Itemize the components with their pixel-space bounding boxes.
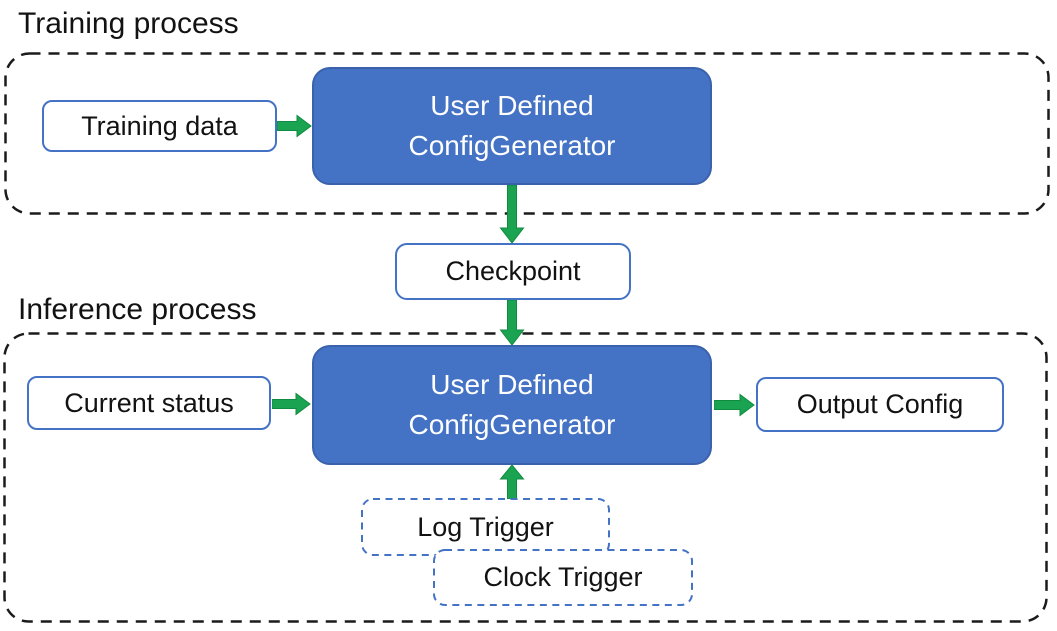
arrow-checkpoint-to-generator-icon bbox=[499, 300, 525, 345]
checkpoint-node: Checkpoint bbox=[395, 243, 631, 300]
output-config-node: Output Config bbox=[756, 377, 1004, 432]
inference-generator-line2: ConfigGenerator bbox=[408, 409, 616, 440]
inference-generator-line1: User Defined bbox=[430, 369, 594, 400]
training-process-container bbox=[4, 52, 1050, 215]
training-generator-line2: ConfigGenerator bbox=[408, 130, 616, 161]
inference-config-generator-node: User Defined ConfigGenerator bbox=[312, 345, 712, 465]
inference-process-label: Inference process bbox=[18, 293, 257, 326]
log-trigger-node: Log Trigger bbox=[361, 498, 610, 556]
training-generator-line1: User Defined bbox=[430, 90, 594, 121]
inference-process-container bbox=[3, 332, 1048, 623]
arrow-generator-to-checkpoint-icon bbox=[499, 185, 525, 243]
log-trigger-label: Log Trigger bbox=[417, 511, 554, 542]
training-data-node: Training data bbox=[42, 100, 277, 152]
arrow-current-status-to-generator-icon bbox=[272, 392, 311, 416]
current-status-node: Current status bbox=[27, 376, 271, 430]
arrow-trigger-to-generator-icon bbox=[499, 465, 525, 499]
checkpoint-label: Checkpoint bbox=[445, 256, 581, 286]
training-data-label: Training data bbox=[81, 110, 238, 141]
clock-trigger-border bbox=[433, 549, 693, 606]
arrow-generator-to-output-icon bbox=[714, 393, 755, 417]
training-process-label: Training process bbox=[18, 7, 239, 40]
training-config-generator-node: User Defined ConfigGenerator bbox=[312, 67, 712, 185]
current-status-label: Current status bbox=[64, 387, 234, 418]
arrow-training-data-to-generator-icon bbox=[277, 114, 312, 138]
output-config-label: Output Config bbox=[796, 389, 964, 419]
clock-trigger-node: Clock Trigger bbox=[433, 549, 693, 606]
clock-trigger-label: Clock Trigger bbox=[483, 562, 643, 592]
